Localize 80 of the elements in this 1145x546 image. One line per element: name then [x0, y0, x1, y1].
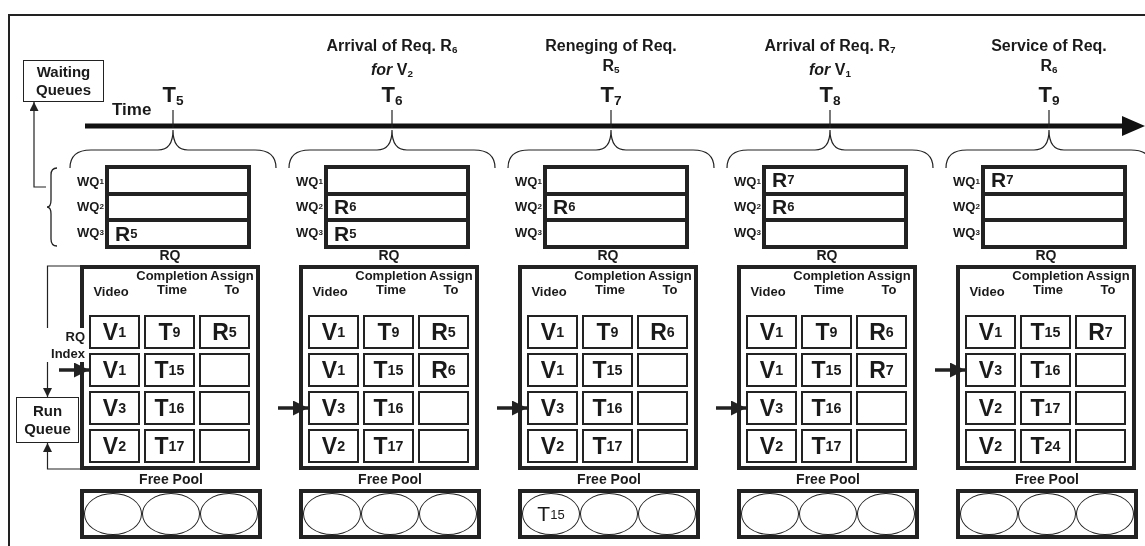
arrow — [497, 400, 527, 416]
column-header: Assign To — [647, 269, 693, 297]
event-label: Service of Req. R$_{6}$ — [990, 36, 1108, 78]
event-label: Arrival of Req. R$_{6}$ for V$_{2}$ — [326, 36, 458, 82]
curly-brace — [46, 167, 58, 247]
arrow — [716, 400, 746, 416]
table-cell — [637, 429, 688, 463]
pool-title: Free Pool — [576, 472, 642, 486]
table-cell — [199, 391, 250, 425]
column-header: Video — [749, 285, 787, 299]
time-label: T$_{9}$ — [1037, 82, 1061, 111]
column-header: Completion Time — [573, 269, 647, 297]
time-label: T$_{7}$ — [599, 82, 623, 111]
table-cell — [1075, 391, 1126, 425]
time-label: T$_{5}$ — [161, 82, 185, 111]
queue-stack — [543, 165, 689, 249]
label-box: Waiting Queues — [23, 60, 104, 102]
table-cell — [856, 391, 907, 425]
event-label: Reneging of Req. R$_{5}$ — [545, 36, 677, 78]
arrow — [43, 442, 81, 470]
free-pool — [737, 472, 919, 540]
label-box: Run Queue — [16, 397, 79, 443]
table-title: RQ — [596, 248, 620, 262]
run-queue-table — [956, 248, 1136, 470]
run-queue-table — [518, 248, 698, 470]
queue-stack — [762, 165, 908, 249]
queue-slot — [326, 167, 468, 194]
arrow — [59, 362, 89, 378]
column-header: Completion Time — [135, 269, 209, 297]
pool-title: Free Pool — [795, 472, 861, 486]
queue-slot — [983, 220, 1125, 247]
table-title: RQ — [815, 248, 839, 262]
table-title: RQ — [1034, 248, 1058, 262]
queue-slot — [983, 193, 1125, 221]
column-header: Video — [92, 285, 130, 299]
free-pool — [956, 472, 1138, 540]
column-header: Assign To — [1085, 269, 1131, 297]
table-cell — [418, 429, 469, 463]
queue-slot — [107, 167, 249, 194]
run-queue-table — [737, 248, 917, 470]
table-title: RQ — [158, 248, 182, 262]
axis-label: Time — [112, 100, 152, 120]
arrow — [278, 400, 308, 416]
queue-slot — [545, 167, 687, 194]
table-cell — [1075, 429, 1126, 463]
pool-title: Free Pool — [1014, 472, 1080, 486]
table-cell — [1075, 353, 1126, 387]
queue-slot — [107, 193, 249, 221]
column-header: Video — [311, 285, 349, 299]
table-cell — [637, 353, 688, 387]
table-cell — [199, 353, 250, 387]
column-header: Assign To — [428, 269, 474, 297]
column-header: Assign To — [209, 269, 255, 297]
queue-stack — [105, 165, 251, 249]
table-title: RQ — [377, 248, 401, 262]
table-cell — [418, 391, 469, 425]
pool-title: Free Pool — [138, 472, 204, 486]
time-label: T$_{6}$ — [380, 82, 404, 111]
free-pool — [80, 472, 262, 540]
column-header: Video — [530, 285, 568, 299]
queue-slot — [764, 220, 906, 247]
pool-title: Free Pool — [357, 472, 423, 486]
column-header: Completion Time — [1011, 269, 1085, 297]
run-queue-table — [299, 248, 479, 470]
free-pool — [518, 472, 700, 540]
table-cell — [199, 429, 250, 463]
queue-stack — [324, 165, 470, 249]
column-header: Completion Time — [792, 269, 866, 297]
free-pool — [299, 472, 481, 540]
arrow — [29, 101, 47, 188]
time-label: T$_{8}$ — [818, 82, 842, 111]
table-cell — [637, 391, 688, 425]
column-header: Assign To — [866, 269, 912, 297]
column-header: Completion Time — [354, 269, 428, 297]
column-header: Video — [968, 285, 1006, 299]
arrow — [935, 362, 965, 378]
queue-stack — [981, 165, 1127, 249]
table-cell — [856, 429, 907, 463]
event-label: Arrival of Req. R$_{7}$ for V$_{1}$ — [764, 36, 896, 82]
queue-slot — [545, 220, 687, 247]
